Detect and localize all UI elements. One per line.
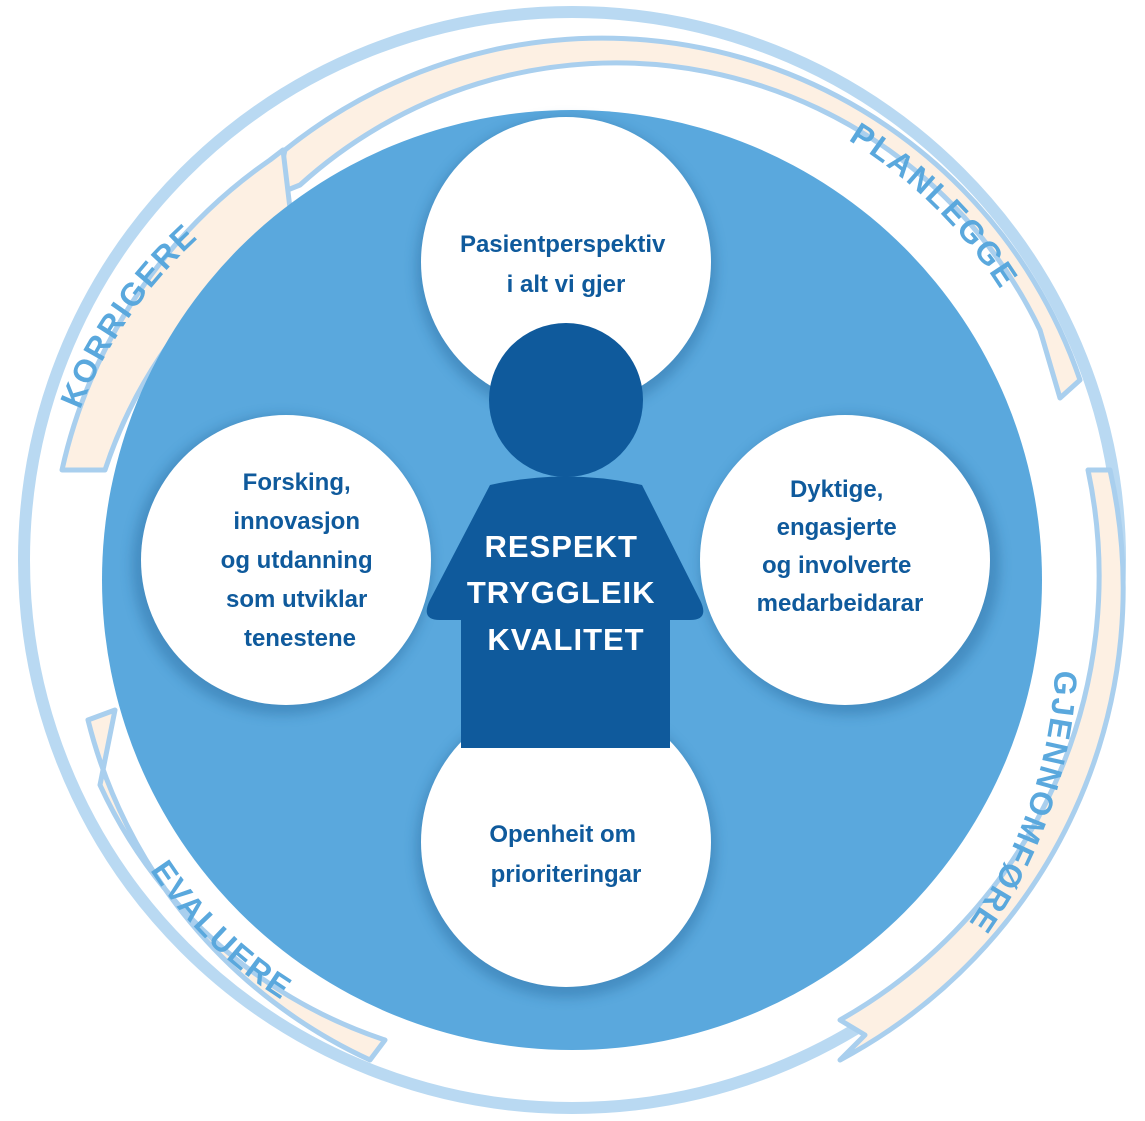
bubble-top xyxy=(421,117,711,407)
arrow-planlegge xyxy=(272,35,1083,401)
value-top-text: Pasientperspektiv i alt vi gjer xyxy=(460,231,672,298)
value-left-text: Forsking, innovasjon og utdanning som ut… xyxy=(221,469,380,652)
person-head xyxy=(489,323,643,477)
arrow-gjennomfore xyxy=(837,467,1126,1063)
person-figure xyxy=(426,323,704,748)
arrow-evaluere xyxy=(85,707,388,1063)
bubble-bottom xyxy=(421,697,711,987)
arrow-korrigere xyxy=(59,147,295,473)
value-bottom-text: Openheit om prioriteringar xyxy=(489,821,642,888)
bubble-left xyxy=(141,415,431,705)
value-right-text: Dyktige, engasjerte og involverte medarb… xyxy=(757,476,924,617)
core-values: RESPEKT TRYGGLEIK KVALITET xyxy=(467,529,665,657)
cycle-arrows xyxy=(59,35,1126,1063)
person-body xyxy=(426,476,704,748)
bubble-right xyxy=(700,415,990,705)
